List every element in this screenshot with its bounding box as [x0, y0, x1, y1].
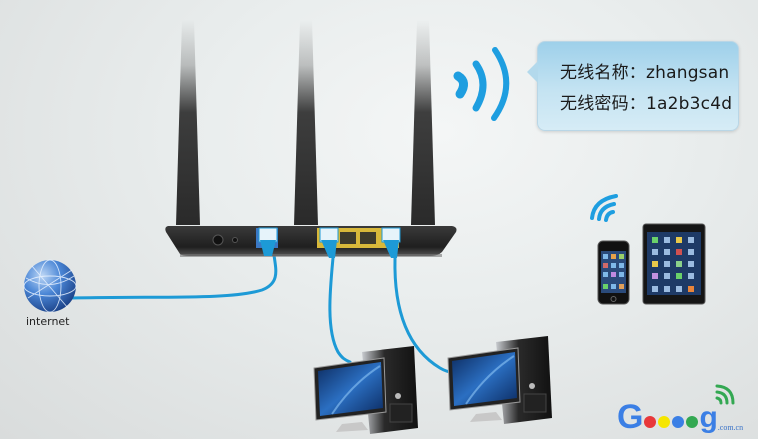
tablet-icon — [642, 223, 706, 305]
antenna-right — [411, 20, 435, 225]
logo-dot-red — [644, 416, 657, 428]
desktop-computer-icon — [447, 336, 552, 424]
watermark-logo: G g .com.cn — [617, 384, 744, 436]
router-icon — [165, 226, 457, 258]
logo-domain: .com.cn — [717, 423, 744, 432]
logo-big-g: G — [617, 398, 644, 436]
logo-dot-green — [686, 416, 699, 428]
logo-dot-blue — [672, 416, 685, 428]
ethernet-plug-wan — [258, 227, 278, 256]
cable-lan4-to-desktop2 — [393, 256, 454, 374]
ethernet-plug-lan1 — [319, 227, 339, 258]
wifi-ssid-text: 无线名称：zhangsan — [560, 63, 730, 83]
power-jack — [212, 234, 224, 246]
cable-internet-to-wan — [70, 253, 278, 300]
antenna-left — [176, 20, 200, 225]
wifi-small-icon — [590, 194, 618, 222]
ethernet-plug-lan4 — [381, 227, 401, 258]
callout-pointer — [527, 61, 538, 83]
wifi-credentials-callout: 无线名称：zhangsan 无线密码：1a2b3c4d — [527, 41, 739, 131]
wifi-signal-icon — [453, 47, 510, 121]
internet-label: internet — [26, 315, 70, 328]
desktop-computer-icon — [313, 346, 418, 434]
cable-lan1-to-desktop1 — [328, 256, 352, 364]
logo-wifi-icon — [715, 384, 735, 405]
logo-dot-yellow — [658, 416, 671, 428]
wifi-password-text: 无线密码：1a2b3c4d — [560, 94, 733, 114]
logo-small-g: g — [699, 401, 718, 434]
smartphone-icon — [597, 240, 630, 305]
reset-button — [232, 237, 238, 243]
globe-icon — [23, 259, 77, 313]
antenna-middle — [294, 20, 318, 225]
router-antennas — [176, 20, 435, 225]
